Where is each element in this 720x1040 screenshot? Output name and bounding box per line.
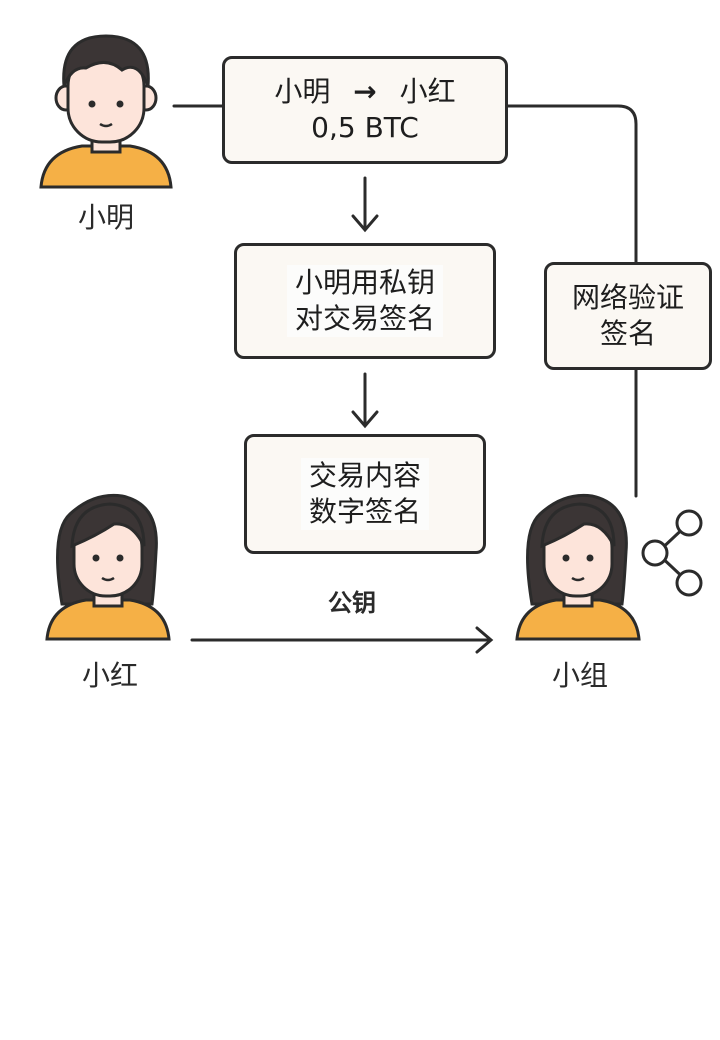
transaction-from: 小明 bbox=[274, 75, 331, 108]
xiaozu-label: 小组 bbox=[551, 659, 608, 692]
network-line-1: 网络验证 bbox=[571, 281, 684, 314]
xiaoming-label: 小明 bbox=[77, 201, 134, 234]
transaction-arrow-icon: → bbox=[353, 75, 377, 108]
public-key-label: 公钥 bbox=[328, 589, 376, 617]
network-verify-box: 网络验证 签名 bbox=[544, 262, 712, 370]
digital-line-2: 数字签名 bbox=[300, 494, 429, 530]
digital-signature-box: 交易内容 数字签名 bbox=[244, 434, 486, 554]
xiaoming-avatar-icon bbox=[39, 34, 173, 189]
edge-transaction-to-xiaozu bbox=[506, 104, 638, 498]
network-line-2: 签名 bbox=[599, 317, 656, 350]
sign-line-1: 小明用私钥 bbox=[286, 265, 443, 301]
transaction-amount: 0,5 BTC bbox=[311, 111, 419, 144]
digital-line-1: 交易内容 bbox=[300, 458, 429, 494]
xiaohong-label: 小红 bbox=[81, 659, 138, 692]
arrowhead-xiaohong-to-xiaozu bbox=[475, 626, 494, 654]
transaction-parties: 小明 → 小红 bbox=[274, 74, 455, 110]
sign-line-2: 对交易签名 bbox=[286, 301, 443, 337]
arrowhead-sign-to-digital bbox=[351, 410, 379, 429]
xiaohong-avatar-icon bbox=[45, 493, 171, 641]
sign-with-private-key-box: 小明用私钥 对交易签名 bbox=[234, 243, 496, 359]
xiaozu-avatar-icon bbox=[515, 493, 641, 641]
transaction-to: 小红 bbox=[399, 75, 456, 108]
share-icon bbox=[641, 509, 703, 597]
transaction-box: 小明 → 小红 0,5 BTC bbox=[222, 56, 508, 164]
arrowhead-transaction-to-sign bbox=[351, 214, 379, 233]
